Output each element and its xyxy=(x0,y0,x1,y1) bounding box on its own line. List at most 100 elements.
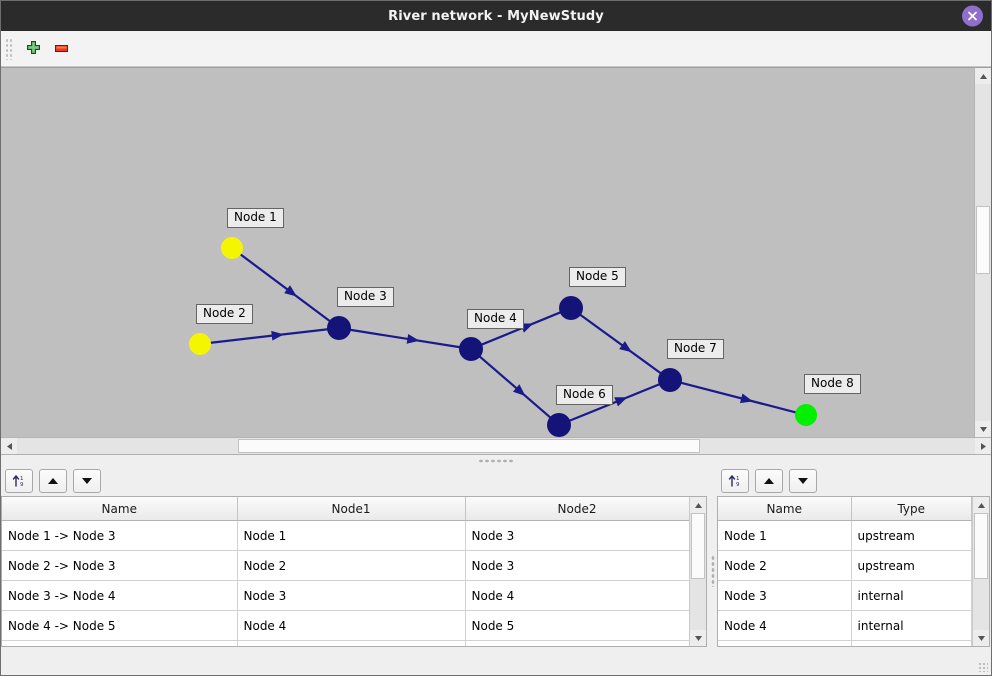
close-icon[interactable] xyxy=(962,5,983,27)
nodes-scroll-up-arrow-icon[interactable] xyxy=(973,497,989,513)
toolbar-drag-handle[interactable] xyxy=(5,37,13,60)
branches-cell[interactable]: Node 3 xyxy=(237,580,466,611)
nodes-vscroll-thumb[interactable] xyxy=(974,513,988,579)
canvas-vertical-scrollbar[interactable] xyxy=(974,67,991,437)
canvas-vscroll-thumb[interactable] xyxy=(976,206,990,274)
nodes-cell[interactable]: internal xyxy=(851,610,972,641)
scroll-left-arrow-icon[interactable] xyxy=(1,438,17,454)
branches-col-node2[interactable]: Node2 xyxy=(465,497,689,521)
branches-vscroll-track[interactable] xyxy=(690,513,706,630)
node-node6[interactable] xyxy=(547,413,571,437)
nodes-col-name[interactable]: Name xyxy=(718,497,852,521)
branches-cell[interactable]: Node 3 -> Node 4 xyxy=(2,580,238,611)
node-label-node3[interactable]: Node 3 xyxy=(337,287,394,307)
edge-Node6-to-Node7[interactable] xyxy=(568,383,661,422)
node-label-node2[interactable]: Node 2 xyxy=(196,304,253,324)
branches-scroll-up-arrow-icon[interactable] xyxy=(690,497,706,513)
node-label-node1[interactable]: Node 1 xyxy=(227,208,284,228)
branches-scroll-down-arrow-icon[interactable] xyxy=(690,630,706,646)
node-node1[interactable] xyxy=(221,237,243,259)
horizontal-splitter[interactable] xyxy=(1,454,991,466)
nodes-vscroll-track[interactable] xyxy=(973,513,989,630)
arrow-up-icon[interactable] xyxy=(39,469,67,493)
branches-cell[interactable]: Node 1 xyxy=(237,520,466,551)
branches-cell[interactable]: Node 3 xyxy=(465,520,689,551)
branches-cell[interactable]: Node 4 xyxy=(237,610,466,641)
canvas-horizontal-scrollbar[interactable] xyxy=(1,437,991,454)
branches-col-node1[interactable]: Node1 xyxy=(237,497,466,521)
network-canvas[interactable]: Node 1 Node 2 Node 3 Node 4 Node 5 Node 6 Node… xyxy=(1,67,974,437)
table-row-empty[interactable] xyxy=(2,640,689,646)
nodes-scroll-down-arrow-icon[interactable] xyxy=(973,630,989,646)
nodes-vertical-scrollbar[interactable] xyxy=(972,497,989,646)
node-label-node5[interactable]: Node 5 xyxy=(569,267,626,287)
canvas-vscroll-track[interactable] xyxy=(975,84,991,421)
edge-Node2-to-Node3[interactable] xyxy=(209,328,329,344)
branches-col-name[interactable]: Name xyxy=(2,497,238,521)
node-label-node7[interactable]: Node 7 xyxy=(667,339,724,359)
branches-cell-empty[interactable] xyxy=(237,640,466,646)
edge-Node7-to-Node8[interactable] xyxy=(680,381,797,414)
nodes-cell[interactable]: upstream xyxy=(851,520,972,551)
nodes-cell[interactable]: internal xyxy=(851,580,972,611)
branches-cell[interactable]: Node 4 -> Node 5 xyxy=(2,610,238,641)
nodes-col-type[interactable]: Type xyxy=(851,497,972,521)
nodes-cell[interactable]: Node 3 xyxy=(718,580,852,611)
nodes-sort-ascending-icon[interactable]: 1 9 xyxy=(721,469,749,493)
nodes-cell[interactable]: Node 1 xyxy=(718,520,852,551)
vertical-splitter[interactable] xyxy=(708,466,717,675)
branches-cell[interactable]: Node 1 -> Node 3 xyxy=(2,520,238,551)
branches-cell-empty[interactable] xyxy=(465,640,689,646)
branches-cell[interactable]: Node 2 xyxy=(237,550,466,581)
edge-Node3-to-Node4[interactable] xyxy=(349,328,461,349)
nodes-pane: 1 9 Name xyxy=(717,466,991,675)
branches-cell[interactable]: Node 2 -> Node 3 xyxy=(2,550,238,581)
nodes-arrow-down-icon[interactable] xyxy=(789,469,817,493)
branches-vscroll-thumb[interactable] xyxy=(691,513,705,579)
arrow-down-icon[interactable] xyxy=(73,469,101,493)
window-resize-grip[interactable] xyxy=(978,662,988,672)
branches-vertical-scrollbar[interactable] xyxy=(689,497,706,646)
nodes-cell[interactable]: upstream xyxy=(851,550,972,581)
branches-cell-empty[interactable] xyxy=(2,640,238,646)
node-node2[interactable] xyxy=(189,333,211,355)
canvas-hscroll-thumb[interactable] xyxy=(238,439,700,453)
add-green-plus-icon[interactable] xyxy=(19,35,47,63)
edge-Node4-to-Node6[interactable] xyxy=(478,355,552,419)
canvas-hscroll-track[interactable] xyxy=(17,438,975,454)
delete-red-minus-icon[interactable] xyxy=(47,35,75,63)
scroll-right-arrow-icon[interactable] xyxy=(975,438,991,454)
node-node8[interactable] xyxy=(795,404,817,426)
nodes-cell-empty[interactable] xyxy=(718,640,852,646)
node-node7[interactable] xyxy=(658,368,682,392)
scroll-up-arrow-icon[interactable] xyxy=(975,68,991,84)
nodes-cell-empty[interactable] xyxy=(851,640,972,646)
nodes-arrow-up-icon[interactable] xyxy=(755,469,783,493)
node-label-node8[interactable]: Node 8 xyxy=(804,374,861,394)
nodes-cell[interactable]: Node 4 xyxy=(718,610,852,641)
edge-Node1-to-Node3[interactable] xyxy=(239,253,331,323)
table-row-empty[interactable] xyxy=(718,640,972,646)
branches-cell[interactable]: Node 5 xyxy=(465,610,689,641)
node-label-node4[interactable]: Node 4 xyxy=(467,309,524,329)
sort-ascending-icon[interactable]: 1 9 xyxy=(5,469,33,493)
node-node4[interactable] xyxy=(459,337,483,361)
branches-cell[interactable]: Node 3 xyxy=(465,550,689,581)
nodes-cell[interactable]: Node 2 xyxy=(718,550,852,581)
node-label-node6[interactable]: Node 6 xyxy=(556,385,613,405)
edge-Node5-to-Node7[interactable] xyxy=(579,313,662,375)
node-node3[interactable] xyxy=(327,316,351,340)
scroll-down-arrow-icon[interactable] xyxy=(975,421,991,437)
branches-cell[interactable]: Node 4 xyxy=(465,580,689,611)
node-node5[interactable] xyxy=(559,296,583,320)
